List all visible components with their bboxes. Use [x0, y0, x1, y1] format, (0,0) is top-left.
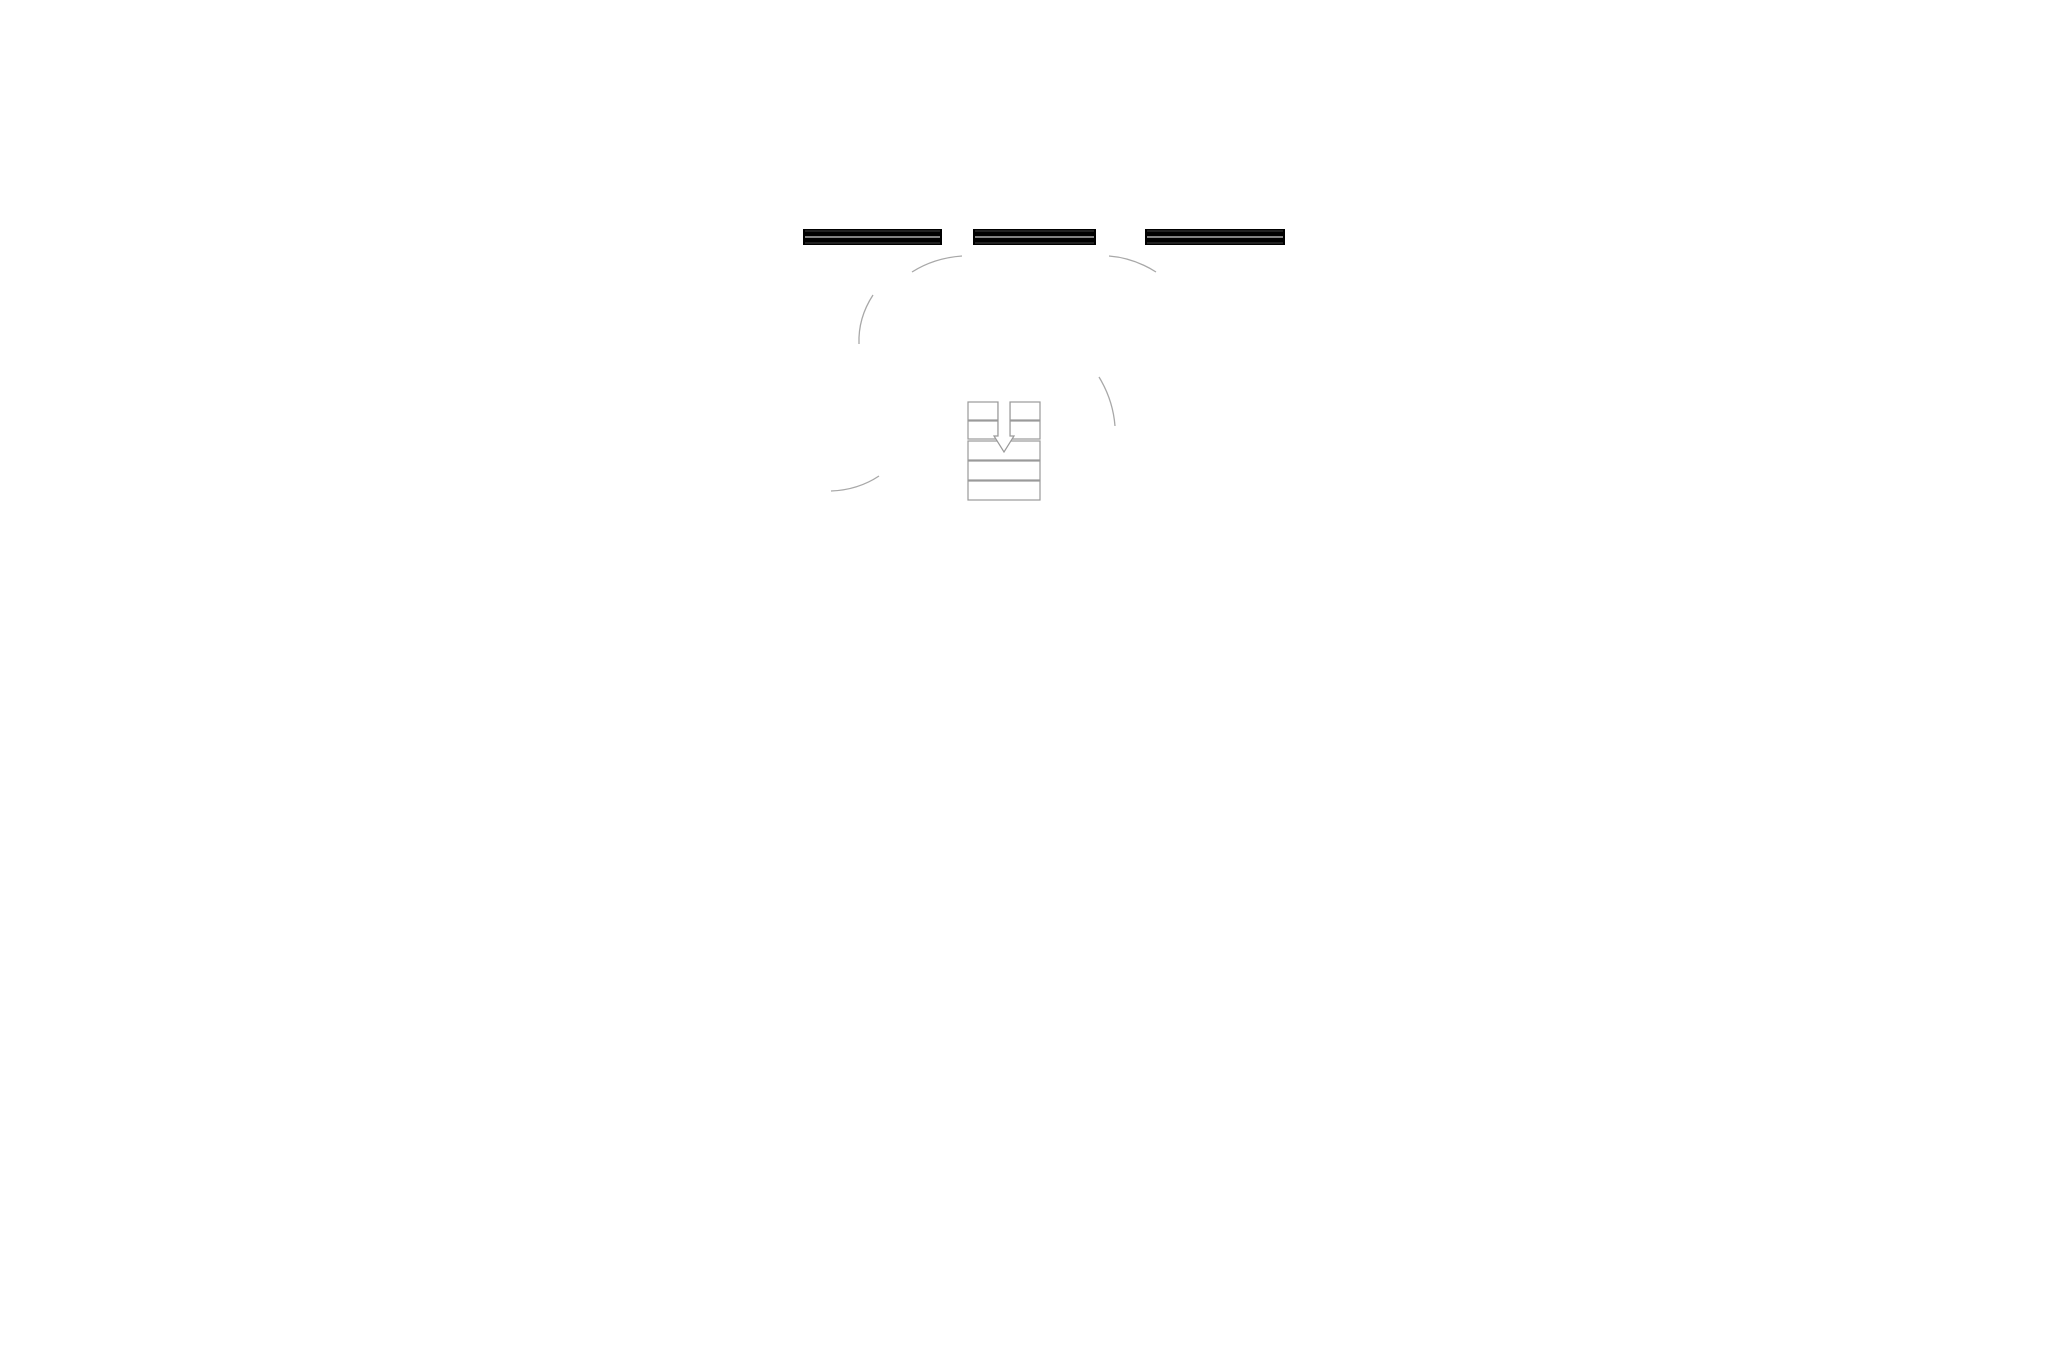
door-arc-top-right	[1108, 255, 1157, 273]
door-swing-arcs	[830, 255, 1157, 492]
wall-segment-middle	[973, 229, 1096, 245]
door-arc-right	[1098, 376, 1116, 427]
door-arc-bottom-left	[830, 475, 880, 492]
stair-tread-upper-right-1	[1009, 401, 1041, 421]
stair-tread-lower-2	[967, 460, 1041, 481]
stair-tread-lower-3	[967, 480, 1041, 501]
stair-symbol	[967, 401, 1041, 501]
stair-tread-upper-left-1	[967, 401, 999, 421]
door-arc-left-upper	[858, 294, 874, 345]
stair-down-arrow-icon	[992, 402, 1016, 454]
door-arc-top-left	[911, 255, 963, 273]
wall-segment-left	[803, 229, 942, 245]
wall-segment-right	[1145, 229, 1285, 245]
wall-segments	[803, 229, 1285, 245]
